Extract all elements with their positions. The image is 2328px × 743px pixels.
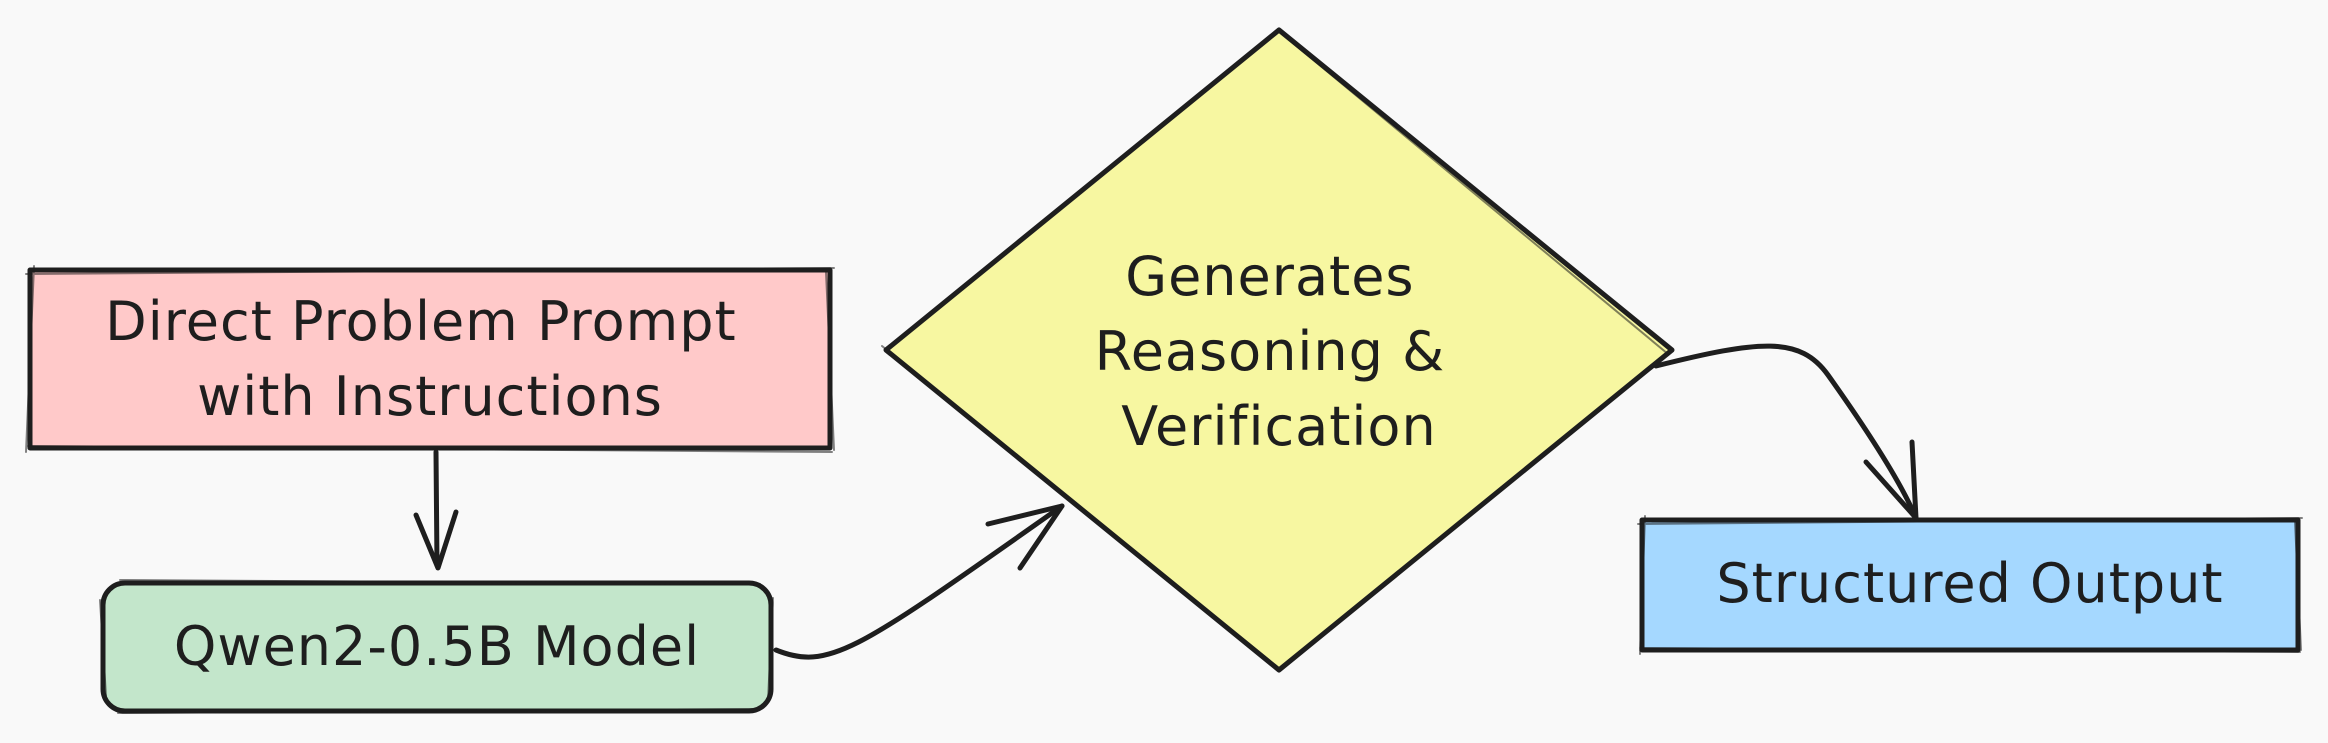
node-decision-label-line-3: Verification xyxy=(1121,395,1436,458)
node-decision[interactable]: Generates Reasoning & Verification xyxy=(881,27,1675,673)
node-prompt-shape xyxy=(27,267,833,451)
edge-decision-to-output-arrowhead xyxy=(1863,439,1919,521)
edge-model-to-decision[interactable] xyxy=(773,503,1065,660)
node-model-sketch xyxy=(99,579,774,714)
node-model-label: Qwen2-0.5B Model xyxy=(174,615,700,678)
edge-model-to-decision-arrowhead xyxy=(985,503,1065,571)
node-prompt-label-line-2: with Instructions xyxy=(197,365,663,428)
node-output[interactable]: Structured Output xyxy=(1637,515,2303,655)
node-decision-sketch xyxy=(881,33,1669,667)
edge-decision-to-output-line xyxy=(1653,343,1919,521)
svg-text:Direct Problem Prompt: Direct Problem Prompt with Instructions xyxy=(105,290,755,428)
node-decision-label-line-1: Generates xyxy=(1125,245,1414,308)
edge-decision-to-output[interactable] xyxy=(1653,343,1919,521)
svg-text:Qwen2-0.5B Model: Qwen2-0.5B Model xyxy=(174,615,700,678)
node-prompt[interactable]: Direct Problem Prompt with Instructions xyxy=(25,265,835,453)
node-output-label: Structured Output xyxy=(1716,552,2223,615)
node-decision-label-line-2: Reasoning & xyxy=(1095,320,1446,383)
edge-prompt-to-model[interactable] xyxy=(413,449,459,571)
svg-text:Generates Reasoning &: Generates Reasoning & Verification xyxy=(1095,245,1464,458)
edge-prompt-to-model-line xyxy=(433,449,440,568)
node-model[interactable]: Qwen2-0.5B Model xyxy=(99,579,774,714)
node-output-sketch xyxy=(1637,515,2303,655)
svg-text:Structured Output: Structured Output xyxy=(1716,552,2223,615)
node-prompt-sketch xyxy=(25,265,835,453)
edge-model-to-decision-line xyxy=(773,503,1065,660)
node-prompt-label-line-1: Direct Problem Prompt xyxy=(105,290,737,353)
edge-prompt-to-model-arrowhead xyxy=(413,509,459,571)
